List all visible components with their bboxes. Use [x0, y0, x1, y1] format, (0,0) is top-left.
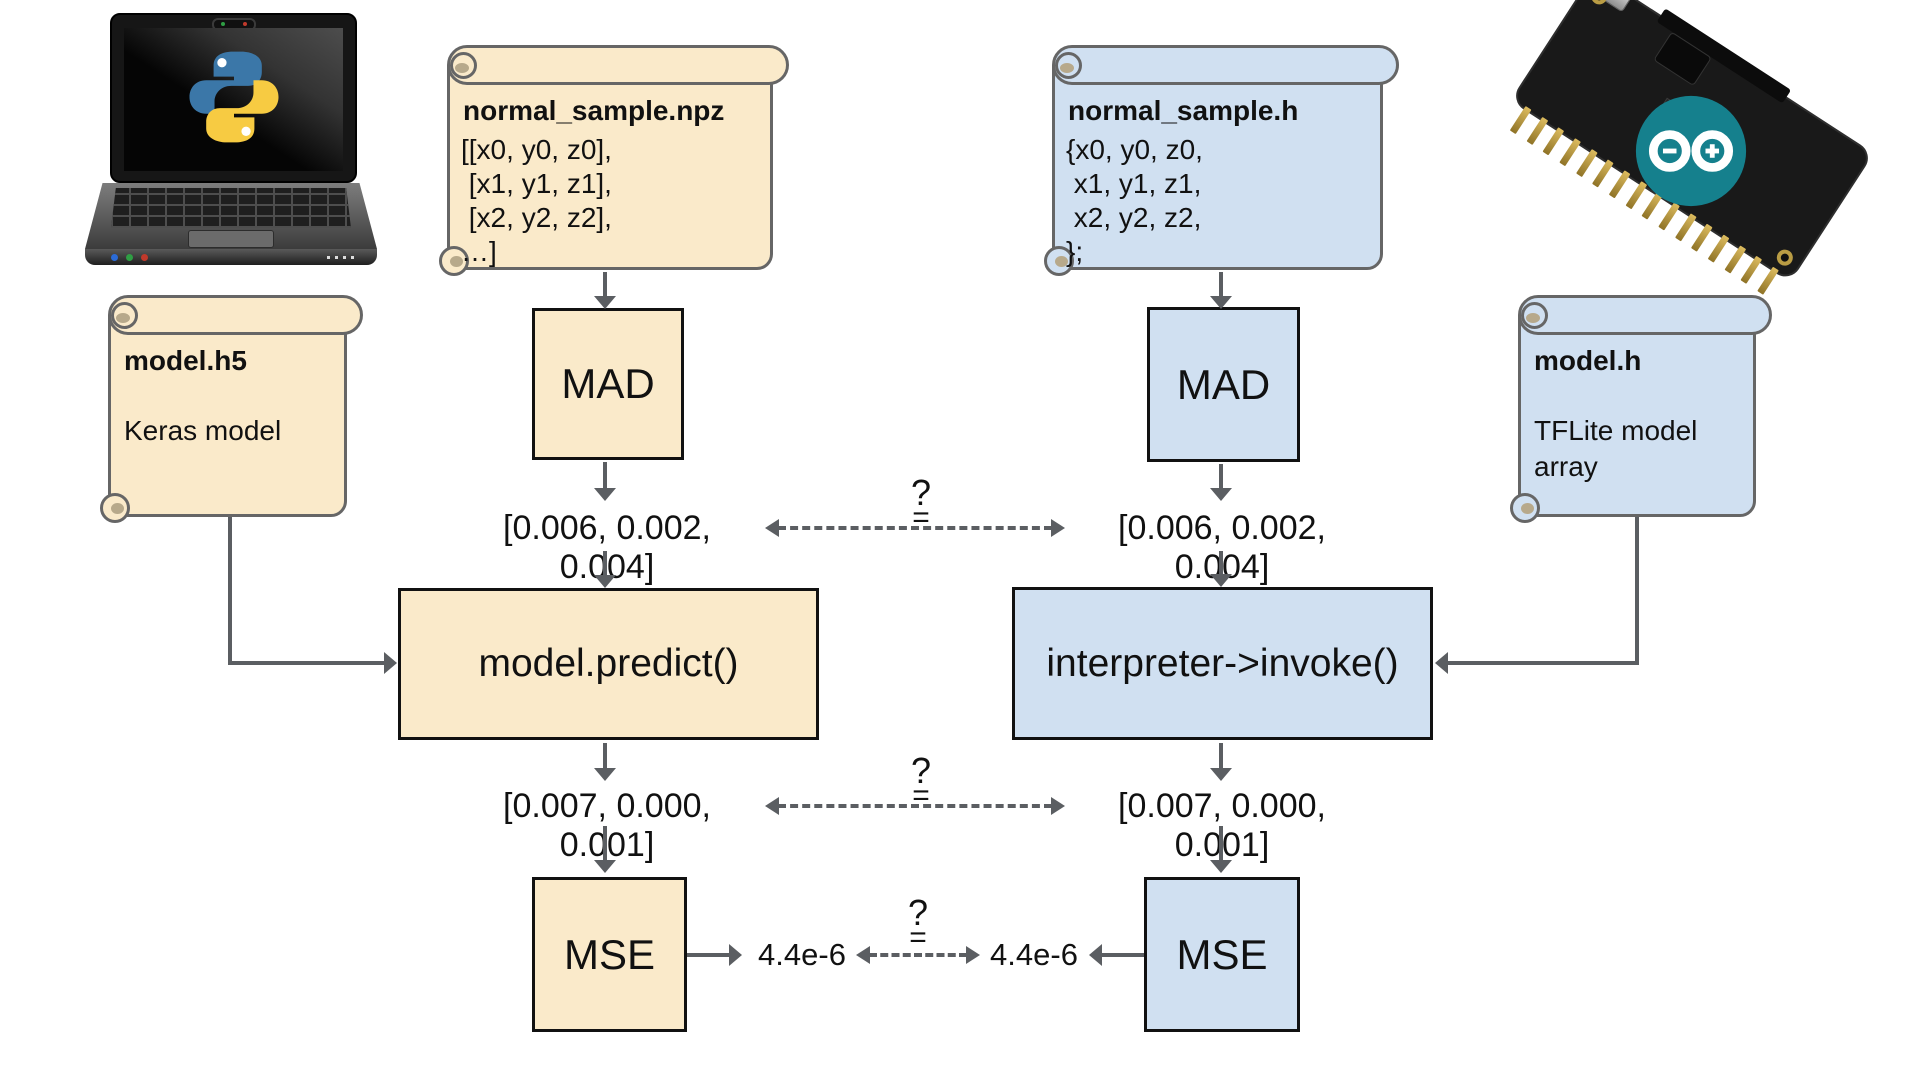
question-mark-label: ? — [910, 750, 932, 791]
scroll-title: model.h5 — [124, 345, 247, 376]
predict-box: model.predict() — [398, 588, 819, 740]
dashed-equality-arrow-mad — [765, 518, 1065, 538]
arrow-mad-to-result — [603, 462, 607, 490]
mad-output-arduino: [0.006, 0.002, 0.004] — [1118, 509, 1326, 586]
box-label: MSE — [1176, 930, 1268, 978]
scroll-curl — [1055, 52, 1082, 79]
arrow-predict-to-result — [603, 743, 607, 770]
arduino-logo-icon — [1633, 93, 1749, 214]
tflite-model-scroll: model.h TFLite model array — [1510, 295, 1772, 523]
equals-label: = — [912, 501, 930, 534]
arrow-result-to-invoke — [1219, 551, 1223, 576]
arrow-result-to-mse — [603, 826, 607, 862]
equals-label: = — [912, 779, 930, 812]
arrow-npz-to-mad — [603, 272, 607, 298]
scroll-curl — [439, 246, 469, 276]
equals-label: = — [909, 921, 927, 954]
box-label: MAD — [561, 360, 655, 407]
keras-model-scroll: model.h5 Keras model — [100, 295, 363, 523]
arrow-result-to-predict — [603, 551, 607, 577]
mad-box-python: MAD — [532, 308, 684, 460]
predict-output: [0.007, 0.000, 0.001] — [503, 787, 711, 864]
question-mark-label: ? — [910, 472, 932, 513]
invoke-output: [0.007, 0.000, 0.001] — [1118, 787, 1326, 864]
laptop-screen — [110, 13, 357, 183]
port-led-green — [126, 254, 133, 261]
laptop-keyboard-base — [85, 183, 377, 249]
mad-output-python: [0.006, 0.002, 0.004] — [503, 509, 711, 586]
arrow-result-to-mse — [1219, 826, 1223, 862]
scroll-lines: {x0, y0, z0, x1, y1, z1, x2, y2, z2, }; — [1066, 134, 1203, 267]
connector-modelh-to-invoke — [1635, 515, 1639, 665]
port-led-blue — [111, 254, 118, 261]
dashed-equality-arrow-mse — [856, 945, 980, 965]
python-logo-icon — [183, 46, 285, 153]
question-mark-label: ? — [907, 892, 929, 933]
scroll-curl — [100, 493, 130, 523]
scroll-description: TFLite model array — [1534, 415, 1698, 482]
dashed-equality-arrow-output — [765, 796, 1065, 816]
mounting-hole — [1773, 246, 1796, 269]
scroll-title: model.h — [1534, 345, 1642, 376]
scroll-curl — [111, 302, 138, 329]
laptop-touchpad — [188, 230, 274, 248]
invoke-box: interpreter->invoke() — [1012, 587, 1433, 740]
npz-sample-scroll: normal_sample.npz [[x0, y0, z0], [x1, y1… — [439, 45, 789, 276]
scroll-curl — [1510, 493, 1540, 523]
mse-output-python: 4.4e-6 — [758, 937, 846, 972]
mse-output-arduino: 4.4e-6 — [990, 937, 1078, 972]
mad-box-arduino: MAD — [1147, 307, 1300, 462]
scroll-title: normal_sample.h — [1068, 95, 1299, 126]
arduino-board-image — [1480, 0, 1900, 295]
scroll-curl — [1521, 302, 1548, 329]
arrow-mad-to-result — [1219, 464, 1223, 490]
arrow-h-to-mad — [1219, 272, 1223, 298]
status-dots — [327, 256, 355, 259]
box-label: MSE — [563, 930, 655, 978]
scroll-curl — [450, 52, 477, 79]
laptop-front-edge — [85, 249, 377, 265]
box-label: interpreter->invoke() — [1046, 641, 1399, 685]
arrow-mse-to-value — [687, 953, 731, 957]
arrow-invoke-to-result — [1219, 743, 1223, 770]
port-led-red — [141, 254, 148, 261]
h-sample-scroll: normal_sample.h {x0, y0, z0, x1, y1, z1,… — [1044, 45, 1399, 276]
scroll-curl — [1044, 246, 1074, 276]
laptop-keys — [111, 188, 351, 228]
mse-box-python: MSE — [532, 877, 687, 1032]
laptop-display — [124, 28, 343, 171]
box-label: MAD — [1176, 360, 1271, 408]
connector-modelh5-to-predict — [228, 515, 232, 665]
box-label: model.predict() — [478, 642, 739, 685]
mse-box-arduino: MSE — [1144, 877, 1300, 1032]
scroll-lines: [[x0, y0, z0], [x1, y1, z1], [x2, y2, z2… — [461, 134, 612, 267]
scroll-title: normal_sample.npz — [463, 95, 725, 126]
laptop-image — [85, 13, 377, 265]
arrow-mse-to-value — [1101, 953, 1144, 957]
scroll-description: Keras model — [124, 415, 282, 446]
